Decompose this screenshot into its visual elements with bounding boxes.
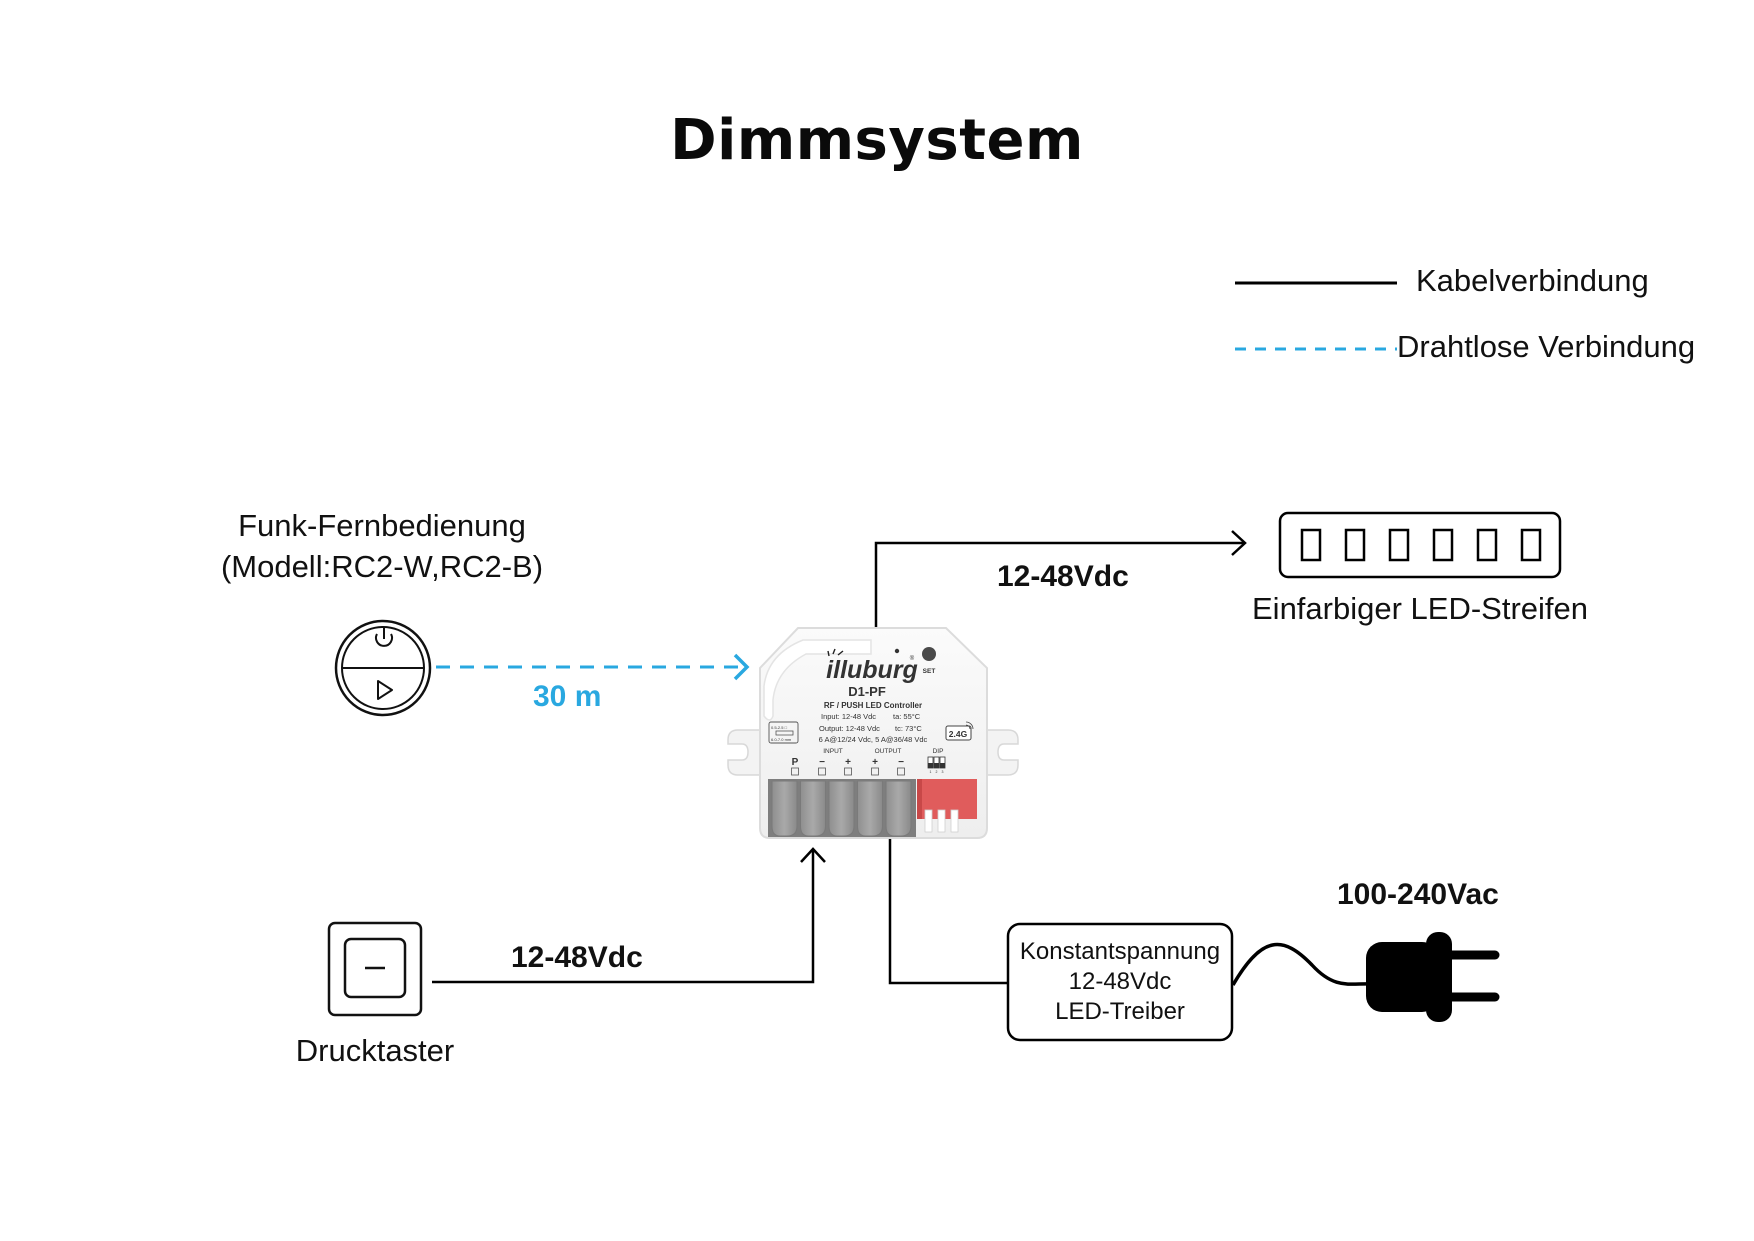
led-strip: [1278, 511, 1562, 579]
terminal-hole: [791, 767, 799, 776]
led-strip-voltage: 12-48Vdc: [997, 560, 1129, 593]
status-led: [894, 648, 900, 654]
remote-control: [334, 619, 432, 717]
wireless-distance: 30 m: [533, 680, 602, 713]
gauge-line2: 6.0-7.0 mm: [771, 737, 792, 742]
wifi-icon: [965, 721, 974, 730]
terminal-lever: [800, 780, 826, 837]
terminal-label: +: [872, 757, 878, 768]
terminal-label: +: [845, 757, 851, 768]
gauge-line1: 0.5-2.5 □: [771, 725, 788, 730]
led-cell: [1300, 528, 1322, 562]
driver-line2: 12-48Vdc: [1068, 968, 1172, 995]
wire-push-button: [432, 847, 826, 984]
terminal-lever: [885, 780, 912, 837]
terminal-hole: [871, 767, 879, 776]
plug-icon: [1366, 932, 1500, 1022]
set-label: SET: [923, 668, 936, 675]
legend-wireless-label: Drahtlose Verbindung: [1397, 329, 1696, 364]
dip-tabs: [924, 809, 959, 833]
set-button: [922, 647, 936, 661]
diagram-title: Dimmsystem: [670, 108, 1084, 173]
led-strip-label: Einfarbiger LED-Streifen: [1252, 591, 1588, 626]
spec-ta: ta: 55°C: [893, 712, 921, 721]
play-icon: [377, 680, 393, 700]
terminal-lever: [771, 780, 798, 837]
dip-number: 2: [936, 770, 938, 774]
terminal-hole: [844, 767, 852, 776]
terminal-label: −: [819, 757, 825, 768]
group-dip-label: DIP: [933, 748, 944, 755]
brand-burst-icon: [827, 648, 844, 657]
rf-badge: 2.4G: [949, 729, 968, 739]
power-icon: [375, 628, 393, 647]
led-cell: [1476, 528, 1498, 562]
driver-line3: LED-Treiber: [1055, 998, 1185, 1025]
driver-line1: Konstantspannung: [1019, 938, 1221, 965]
wireless-link: [436, 653, 750, 681]
spec-output: Output: 12-48 Vdc: [819, 724, 880, 733]
group-output-label: OUTPUT: [875, 748, 902, 755]
model-name: D1-PF: [848, 684, 886, 699]
brand-logo: illuburg: [826, 656, 918, 684]
mains-cable: [1231, 942, 1373, 986]
led-cell: [1344, 528, 1366, 562]
wire-gauge-box: [768, 721, 799, 744]
dip-number: 3: [942, 770, 944, 774]
terminal-label: P: [792, 757, 799, 768]
led-driver-box: [1006, 922, 1234, 1042]
terminal-label: −: [898, 757, 904, 768]
spec-current: 6 A@12/24 Vdc, 5 A@36/48 Vdc: [819, 735, 928, 744]
push-button-label: Drucktaster: [295, 1033, 455, 1068]
led-driver-text: Konstantspannung 12-48Vdc LED-Treiber: [1008, 937, 1232, 1027]
group-input-label: INPUT: [823, 748, 843, 755]
terminal-lever: [857, 780, 883, 837]
terminal-lever: [828, 780, 855, 837]
led-cell: [1520, 528, 1542, 562]
legend-cable-label: Kabelverbindung: [1416, 263, 1649, 298]
wire-driver-to-controller: [888, 838, 1008, 985]
terminal-hole: [818, 767, 826, 776]
led-cell: [1388, 528, 1410, 562]
dip-number: 1: [930, 770, 932, 774]
led-cell: [1432, 528, 1454, 562]
spec-tc: tc: 73°C: [895, 724, 922, 733]
mains-voltage: 100-240Vac: [1337, 878, 1499, 911]
wire-to-led-strip: [874, 530, 1247, 628]
registered-mark: ®: [910, 655, 915, 662]
push-button-voltage: 12-48Vdc: [511, 941, 643, 974]
controller-subtitle: RF / PUSH LED Controller: [824, 701, 922, 710]
remote-model: (Modell:RC2-W,RC2-B): [220, 549, 544, 584]
controller-device: SET illuburg ® D1-PF RF / PUSH LED Contr…: [727, 627, 1019, 839]
push-button: [327, 921, 423, 1017]
spec-input: Input: 12-48 Vdc: [821, 712, 876, 721]
remote-title: Funk-Fernbedienung: [238, 508, 526, 543]
terminal-hole: [897, 767, 905, 776]
